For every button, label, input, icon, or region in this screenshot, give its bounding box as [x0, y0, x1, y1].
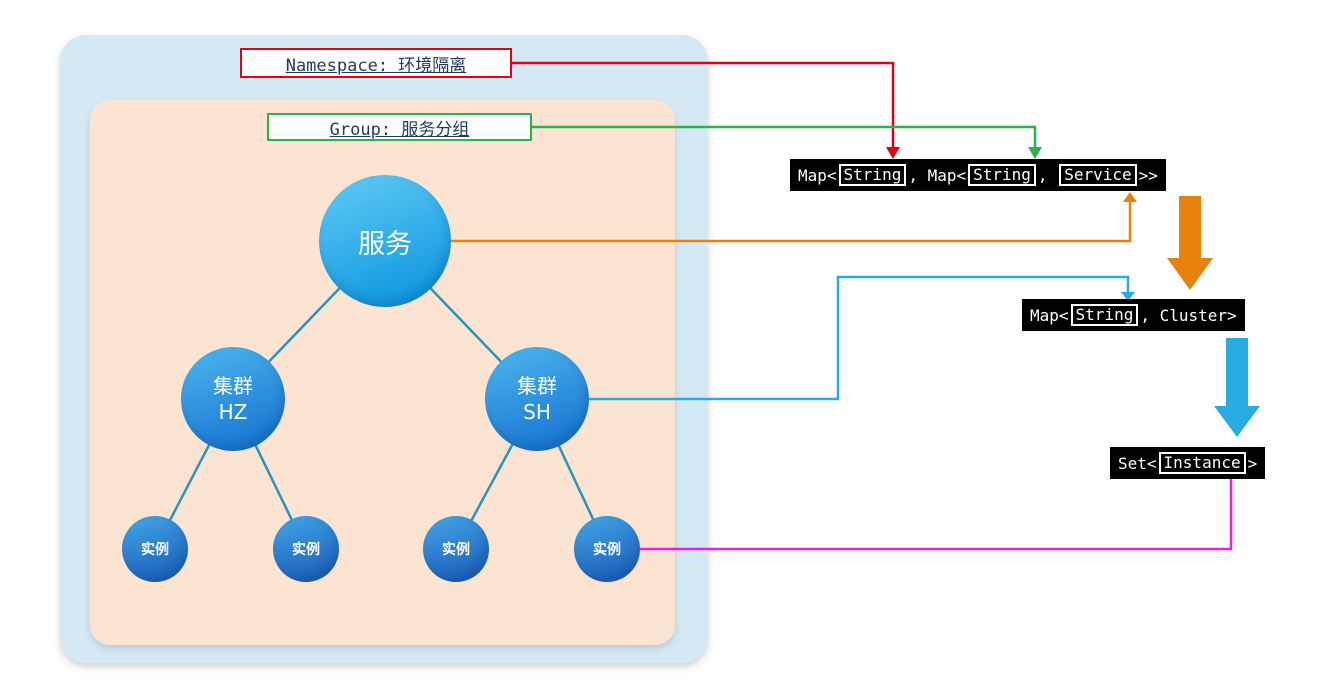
cluster-sh-label: 集群: [517, 374, 557, 398]
cluster-node-sh: 集群 SH: [485, 347, 589, 451]
service-value-token: Service: [1059, 163, 1137, 187]
instance-label: 实例: [292, 542, 320, 558]
namespace-arrow: [512, 61, 900, 159]
service-connector: [451, 192, 1137, 243]
instance-node: 实例: [574, 516, 640, 582]
code-map-namespace: Map<String, Map<String, Service>>: [790, 159, 1166, 191]
namespace-key-token: String: [838, 163, 907, 187]
cluster-sh-id: SH: [523, 400, 551, 424]
cluster-connector: [589, 275, 1135, 401]
cluster-key-token: String: [1070, 303, 1139, 327]
code-map-cluster: Map<String, Cluster>: [1022, 299, 1245, 331]
cluster-node-hz: 集群 HZ: [181, 347, 285, 451]
code-text: Set<: [1118, 453, 1157, 473]
code-text: >>: [1138, 165, 1158, 185]
namespace-label: Namespace: 环境隔离: [240, 48, 512, 78]
namespace-label-text: Namespace: 环境隔离: [285, 55, 467, 76]
code-text: , Cluster>: [1140, 305, 1237, 325]
cluster-to-instance-block-arrow-icon: [1214, 338, 1260, 437]
code-set-instance: Set<Instance>: [1110, 447, 1266, 479]
map-to-cluster-block-arrow-icon: [1167, 196, 1213, 290]
group-label-text: Group: 服务分组: [329, 119, 470, 140]
service-node-label: 服务: [358, 228, 412, 260]
instance-label: 实例: [442, 542, 470, 558]
code-text: , Map<: [908, 165, 967, 185]
cluster-hz-label: 集群: [213, 374, 253, 398]
instance-node: 实例: [273, 516, 339, 582]
code-text: ,: [1037, 165, 1058, 185]
instance-label: 实例: [141, 542, 169, 558]
cluster-hz-id: HZ: [218, 400, 248, 424]
group-key-token: String: [968, 163, 1036, 187]
instance-node: 实例: [122, 516, 188, 582]
code-text: Map<: [1030, 305, 1069, 325]
code-text: >: [1247, 453, 1258, 473]
code-text: Map<: [798, 165, 837, 185]
service-node: 服务: [319, 175, 451, 307]
instance-connector: [640, 479, 1233, 551]
instance-label: 实例: [593, 542, 621, 558]
instance-value-token: Instance: [1158, 451, 1246, 475]
group-label: Group: 服务分组: [267, 113, 532, 141]
group-arrow: [532, 125, 1042, 159]
instance-node: 实例: [423, 516, 489, 582]
